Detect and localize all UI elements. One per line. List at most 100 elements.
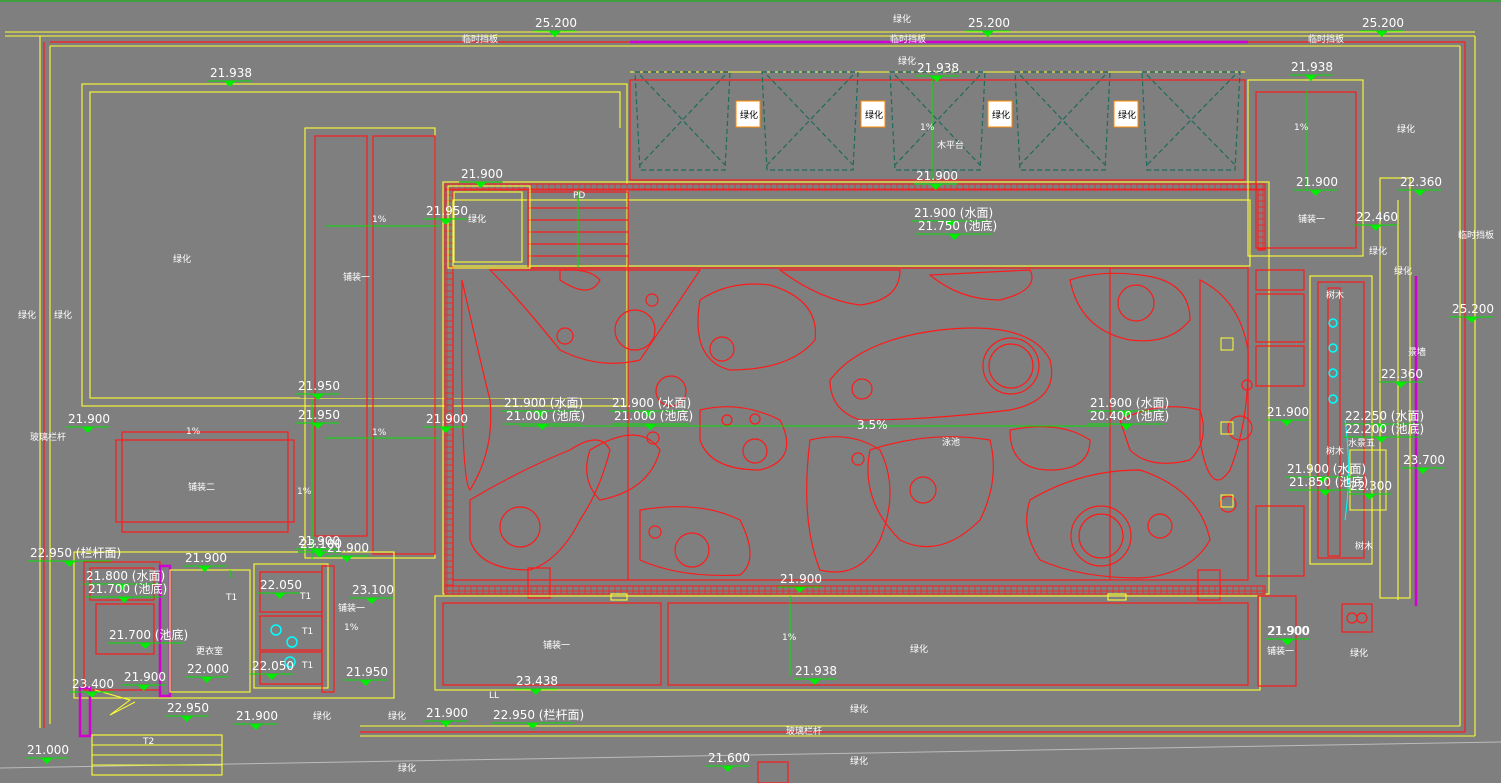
elevation-triangle-icon — [439, 427, 452, 433]
label-t1: T1 — [299, 592, 311, 602]
label-temp-fence: 临时挡板 — [890, 33, 926, 45]
elevation-label: 23.700 — [1403, 453, 1445, 467]
elevation-triangle-icon — [1375, 31, 1388, 37]
elevation-label: 22.360 — [1381, 367, 1423, 381]
elevation-triangle-icon — [1363, 494, 1376, 500]
elevation-triangle-icon — [81, 427, 94, 433]
elevation-label: 21.950 — [426, 204, 468, 218]
label-temp-fence: 临时挡板 — [462, 33, 498, 45]
elevation-label: 22.050 — [260, 578, 302, 592]
label-paving-1: 铺装一 — [1298, 213, 1325, 225]
elevation-triangle-icon — [359, 680, 372, 686]
label-greenery: 绿化 — [1369, 245, 1387, 257]
elevation-triangle-icon — [1317, 477, 1330, 483]
elevation-triangle-icon — [1369, 225, 1382, 231]
label-wood-platform: 木平台 — [937, 139, 964, 151]
label-greenery: 绿化 — [865, 109, 883, 121]
label-greenery: 绿化 — [898, 55, 916, 67]
elevation-triangle-icon — [200, 677, 213, 683]
elevation-triangle-icon — [265, 674, 278, 680]
elevation-label: 21.900 — [426, 412, 468, 426]
elevation-label: 21.938 — [917, 61, 959, 75]
elevation-label: 21.900 (水面) — [914, 206, 993, 220]
label-t1: T1 — [301, 627, 313, 637]
elevation-triangle-icon — [534, 411, 547, 417]
label-pd: PD — [573, 191, 585, 201]
elevation-label: 21.900 — [124, 670, 166, 684]
elevation-triangle-icon — [118, 597, 131, 603]
elevation-label: 22.950 — [167, 701, 209, 715]
label-slope: 1% — [782, 633, 797, 643]
label-t1: T1 — [225, 593, 237, 603]
elevation-triangle-icon — [439, 721, 452, 727]
elevation-label: 21.900 — [1268, 624, 1310, 638]
elevation-label: 21.750 (池底) — [918, 218, 997, 233]
elevation-triangle-icon — [526, 723, 539, 729]
elevation-triangle-icon — [198, 566, 211, 572]
label-pool: 泳池 — [942, 436, 960, 448]
elevation-label: 22.360 — [1400, 175, 1442, 189]
elevation-triangle-icon — [474, 182, 487, 188]
elevation-triangle-icon — [930, 76, 943, 82]
label-t1: T1 — [301, 661, 313, 671]
elevation-triangle-icon — [340, 556, 353, 562]
elevation-label: 21.950 — [298, 408, 340, 422]
elevation-label: 21.900 — [327, 541, 369, 555]
elevation-triangle-icon — [365, 598, 378, 604]
label-paving-1: 铺装一 — [338, 602, 365, 614]
elevation-triangle-icon — [273, 593, 286, 599]
label-slope-pool: 3.5% — [857, 418, 888, 432]
elevation-triangle-icon — [1309, 190, 1322, 196]
elevation-label: 21.900 — [461, 167, 503, 181]
elevation-triangle-icon — [1319, 490, 1332, 496]
elevation-triangle-icon — [311, 423, 324, 429]
elevation-label: 25.200 — [1452, 302, 1494, 316]
elevation-label: 21.938 — [795, 664, 837, 678]
label-paving-1: 铺装一 — [1267, 645, 1294, 657]
elevation-triangle-icon — [929, 184, 942, 190]
elevation-triangle-icon — [40, 758, 53, 764]
elevation-triangle-icon — [1375, 424, 1388, 430]
elevation-triangle-icon — [63, 561, 76, 567]
elevation-label: 21.938 — [1291, 60, 1333, 74]
elevation-label: 21.900 — [1267, 405, 1309, 419]
label-slope: 1% — [297, 487, 312, 497]
elevation-label: 21.900 — [1267, 624, 1309, 638]
label-paving-1: 铺装一 — [343, 271, 370, 283]
label-trees: 树木 — [1326, 445, 1344, 457]
elevation-triangle-icon — [642, 411, 655, 417]
elevation-label: 23.100 — [352, 583, 394, 597]
label-temp-fence: 临时挡板 — [1308, 33, 1344, 45]
elevation-triangle-icon — [944, 221, 957, 227]
label-slope: 1% — [920, 123, 935, 133]
label-fence-railing: 玻璃栏杆 — [30, 431, 66, 443]
label-greenery: 绿化 — [850, 755, 868, 767]
elevation-label: 25.200 — [1362, 16, 1404, 30]
pool-outline — [442, 181, 1305, 601]
label-slope: 1% — [372, 428, 387, 438]
label-ll: LL — [489, 691, 499, 701]
elevation-triangle-icon — [1280, 639, 1293, 645]
elevation-label: 22.050 — [252, 659, 294, 673]
elevation-triangle-icon — [1465, 317, 1478, 323]
elevation-label: 21.000 — [27, 743, 69, 757]
elevation-triangle-icon — [180, 716, 193, 722]
elevation-label: 25.200 — [968, 16, 1010, 30]
elevation-triangle-icon — [139, 643, 152, 649]
label-greenery: 绿化 — [388, 710, 406, 722]
slope-lines — [229, 75, 1308, 676]
label-fence-railing: 玻璃栏杆 — [786, 725, 822, 737]
label-greenery: 绿化 — [398, 762, 416, 774]
elevation-label: 21.900 — [426, 706, 468, 720]
elevation-triangle-icon — [1304, 75, 1317, 81]
elevation-label: 21.900 — [68, 412, 110, 426]
elevation-triangle-icon — [1394, 382, 1407, 388]
elevation-triangle-icon — [529, 689, 542, 695]
elevation-label: 21.000 (池底) — [614, 408, 693, 423]
elevation-label: 22.460 — [1356, 210, 1398, 224]
elevation-triangle-icon — [948, 234, 961, 240]
elevation-label: 22.300 — [1350, 479, 1392, 493]
label-slope: 1% — [372, 215, 387, 225]
